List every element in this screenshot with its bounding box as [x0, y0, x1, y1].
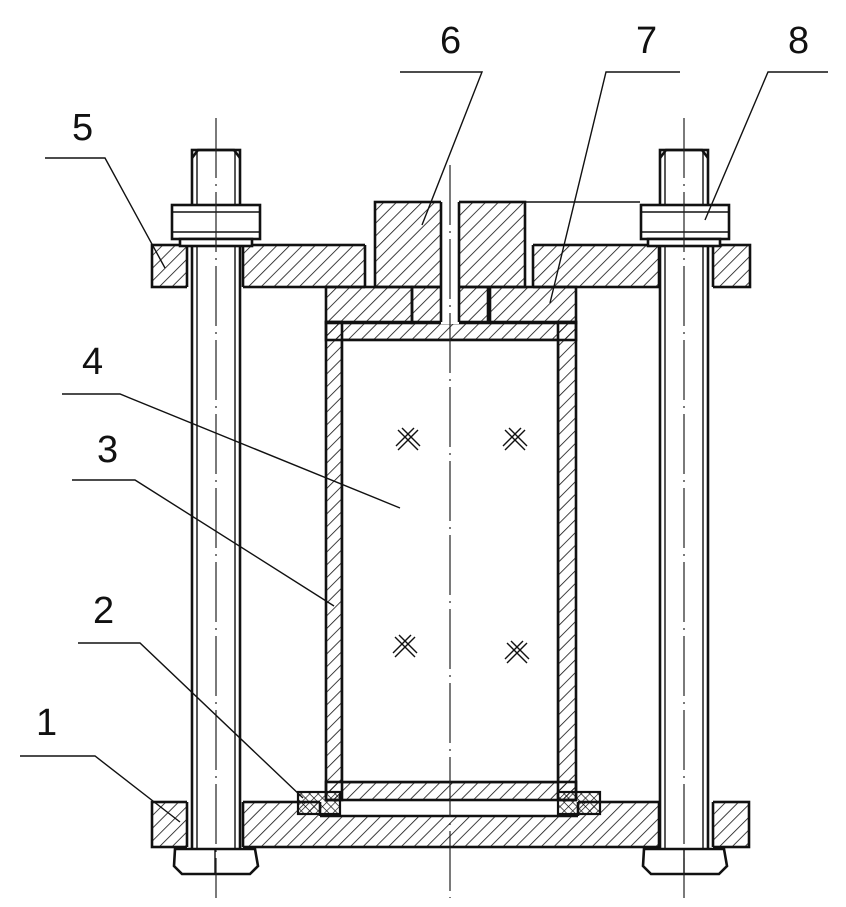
- label-4: 4: [82, 341, 103, 383]
- part-labels: 1 2 3 4 5 6 7 8: [36, 20, 809, 744]
- label-8: 8: [788, 20, 809, 62]
- label-6: 6: [440, 20, 461, 62]
- center-lines: [215, 118, 685, 898]
- label-5: 5: [72, 107, 93, 149]
- label-3: 3: [97, 429, 118, 471]
- leader-lines: [20, 71, 828, 823]
- sample-marks: [392, 427, 530, 664]
- cylinder-shell: [324, 320, 578, 802]
- label-1: 1: [36, 702, 57, 744]
- label-2: 2: [93, 590, 114, 632]
- label-7: 7: [636, 20, 657, 62]
